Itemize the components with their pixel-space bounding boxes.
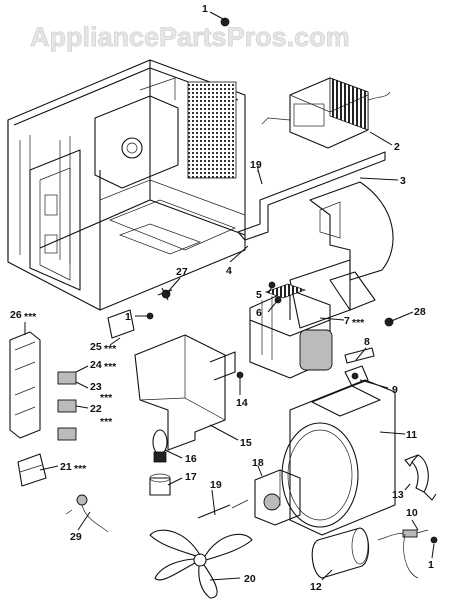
callout-7: 7 bbox=[344, 315, 350, 327]
callout-21: 21 bbox=[60, 461, 72, 473]
cabinet-frame bbox=[7, 59, 246, 311]
clamp bbox=[404, 454, 437, 501]
callout-24: 24 bbox=[90, 359, 102, 371]
screws bbox=[146, 17, 438, 544]
callout-29: 29 bbox=[70, 531, 82, 543]
callout-2: 2 bbox=[394, 141, 400, 153]
transformer bbox=[261, 77, 391, 149]
callout-1-top: 1 bbox=[202, 3, 208, 15]
callout-1-bottom: 1 bbox=[428, 559, 434, 571]
leader-lines bbox=[24, 11, 435, 581]
callout-labels: 1 2 3 19 4 27 5 6 7 *** 28 8 9 11 13 10 … bbox=[10, 3, 434, 593]
callout-26-stars: *** bbox=[24, 311, 37, 323]
fuse-assembly bbox=[344, 347, 375, 387]
watermark: AppliancePartsPros.com bbox=[30, 22, 350, 52]
callout-19-bottom: 19 bbox=[210, 479, 222, 491]
callout-16: 16 bbox=[185, 453, 197, 465]
callout-28: 28 bbox=[414, 306, 426, 318]
diode bbox=[377, 529, 429, 579]
callout-23: 23 bbox=[90, 381, 102, 393]
callout-12: 12 bbox=[310, 581, 322, 593]
callout-18: 18 bbox=[252, 457, 264, 469]
callout-19-top: 19 bbox=[250, 159, 262, 171]
callout-15: 15 bbox=[240, 437, 252, 449]
callout-4: 4 bbox=[226, 265, 232, 277]
callout-25: 25 bbox=[90, 341, 102, 353]
lamp-and-socket bbox=[149, 429, 171, 496]
callout-3: 3 bbox=[400, 175, 406, 187]
callout-26: 26 bbox=[10, 309, 22, 321]
thermal-cutout bbox=[65, 494, 109, 533]
callout-20: 20 bbox=[244, 573, 256, 585]
magnetron bbox=[249, 283, 333, 379]
callout-24-stars: *** bbox=[104, 361, 117, 373]
callout-22-stars: *** bbox=[100, 416, 113, 428]
interlock-switch-assembly bbox=[9, 331, 77, 487]
fan-orifice bbox=[281, 379, 396, 536]
callout-10: 10 bbox=[406, 507, 418, 519]
support-bracket bbox=[237, 151, 386, 241]
fan-duct bbox=[134, 334, 236, 451]
callout-6: 6 bbox=[256, 307, 262, 319]
callout-11: 11 bbox=[406, 429, 417, 441]
callout-9: 9 bbox=[392, 384, 398, 396]
callout-25-stars: *** bbox=[104, 343, 117, 355]
fan-blade bbox=[149, 529, 253, 599]
callout-13: 13 bbox=[392, 489, 404, 501]
callout-23-stars: *** bbox=[100, 392, 113, 404]
air-duct bbox=[289, 181, 394, 329]
callout-21-stars: *** bbox=[74, 463, 87, 475]
callout-14: 14 bbox=[236, 397, 248, 409]
callout-5: 5 bbox=[256, 289, 262, 301]
callout-7-stars: *** bbox=[352, 317, 365, 329]
callout-17: 17 bbox=[185, 471, 197, 483]
capacitor bbox=[311, 527, 370, 579]
callout-1-middle: 1 bbox=[125, 311, 131, 323]
fan-motor bbox=[231, 469, 301, 526]
callout-27: 27 bbox=[176, 266, 188, 278]
callout-8: 8 bbox=[364, 336, 370, 348]
hinge-bracket bbox=[107, 287, 173, 339]
callout-22: 22 bbox=[90, 403, 102, 415]
